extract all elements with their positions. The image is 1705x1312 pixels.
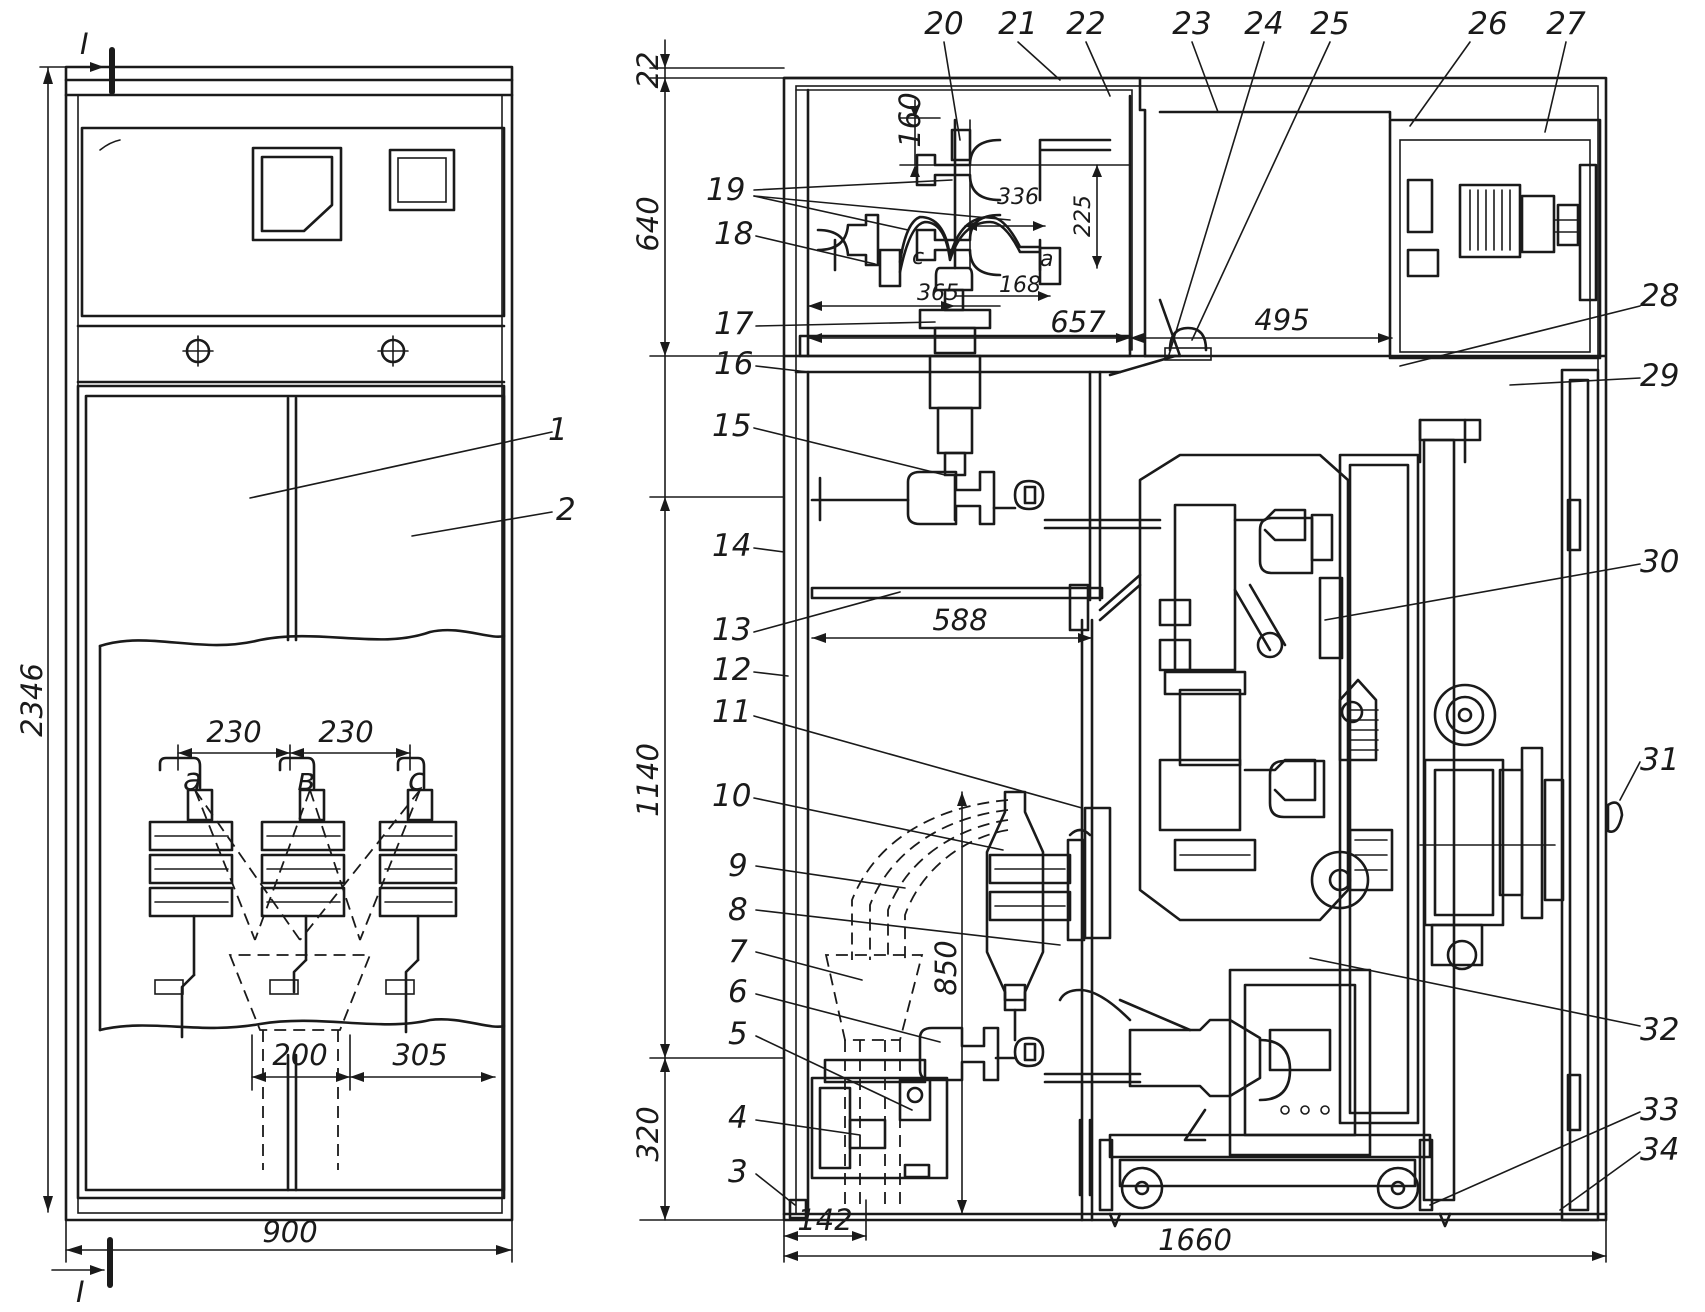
callout-11: 11 xyxy=(712,694,751,730)
dim-850: 850 xyxy=(929,940,963,995)
callout-18: 18 xyxy=(714,216,753,252)
width-dim: 900 xyxy=(262,1215,317,1249)
dim-225: 225 xyxy=(1071,195,1096,237)
current-transformer-c xyxy=(378,756,458,1034)
callout-34: 34 xyxy=(1640,1132,1679,1168)
phase-spacing-1: 230 xyxy=(206,715,261,749)
dim-160: 160 xyxy=(893,92,927,147)
drive-assembly xyxy=(1418,418,1565,1202)
callout-20: 20 xyxy=(924,6,963,42)
callout-19: 19 xyxy=(706,172,745,208)
callout-32: 32 xyxy=(1640,1012,1679,1048)
callout-15: 15 xyxy=(712,408,751,444)
callout-28: 28 xyxy=(1640,278,1679,314)
section-cabinet-outline xyxy=(782,76,1608,1222)
height-dim: 2346 xyxy=(15,663,49,737)
phase-label-a-section: a xyxy=(1040,247,1053,272)
meter-1 xyxy=(251,146,343,242)
callout-31: 31 xyxy=(1640,742,1679,778)
callout-10: 10 xyxy=(712,778,751,814)
dim-336: 336 xyxy=(997,185,1039,210)
dim-168: 168 xyxy=(999,273,1041,298)
callout-3: 3 xyxy=(728,1154,748,1190)
callout-27: 27 xyxy=(1546,6,1586,42)
callout-22: 22 xyxy=(1066,6,1105,42)
current-transformer-b xyxy=(260,756,346,995)
callout-5: 5 xyxy=(728,1016,748,1052)
dim-142: 142 xyxy=(797,1203,852,1237)
dim-365: 365 xyxy=(917,281,959,306)
front-callout-2: 2 xyxy=(556,492,576,528)
dim-588: 588 xyxy=(932,603,987,637)
section-mark-top: I xyxy=(80,27,89,61)
front-callout-1: 1 xyxy=(548,412,568,448)
dim-22: 22 xyxy=(631,52,665,89)
front-cabinet-outline xyxy=(64,65,514,1222)
front-view: 2346 900 I I xyxy=(15,27,576,1309)
section-view: 22 640 1140 320 142 1660 160 336 225 365… xyxy=(631,6,1679,1263)
phase-spacing-2: 230 xyxy=(318,715,373,749)
dim-320: 320 xyxy=(631,1106,665,1161)
callout-21: 21 xyxy=(998,6,1037,42)
callout-29: 29 xyxy=(1640,358,1679,394)
callout-25: 25 xyxy=(1310,6,1349,42)
callout-16: 16 xyxy=(714,346,753,382)
callout-24: 24 xyxy=(1244,6,1283,42)
callout-23: 23 xyxy=(1172,6,1211,42)
callout-9: 9 xyxy=(728,848,748,884)
callout-26: 26 xyxy=(1468,6,1507,42)
phase-label-b: в xyxy=(297,762,315,798)
callout-33: 33 xyxy=(1640,1092,1679,1128)
callout-30: 30 xyxy=(1640,544,1679,580)
phase-label-a: a xyxy=(183,762,202,798)
bottom-dim-2: 305 xyxy=(392,1038,447,1072)
relay-compartment-door xyxy=(80,126,506,318)
dim-640: 640 xyxy=(631,196,665,251)
phase-label-c: c xyxy=(408,762,425,798)
dim-657: 657 xyxy=(1050,305,1106,339)
meter-2 xyxy=(388,148,456,212)
dim-1660: 1660 xyxy=(1158,1223,1232,1257)
withdrawable-breaker-truck xyxy=(1058,453,1434,1212)
section-current-transformer xyxy=(985,790,1086,1042)
current-transformer-a xyxy=(148,756,234,1039)
phase-label-c-section: c xyxy=(912,245,924,270)
section-mark-bottom: I xyxy=(76,1275,85,1309)
callout-14: 14 xyxy=(712,528,751,564)
callout-8: 8 xyxy=(728,892,748,928)
callout-7: 7 xyxy=(728,934,748,970)
callout-4: 4 xyxy=(728,1100,748,1136)
dim-1140: 1140 xyxy=(631,743,665,817)
callout-12: 12 xyxy=(712,652,751,688)
callout-6: 6 xyxy=(728,974,748,1010)
callout-13: 13 xyxy=(712,612,751,648)
dim-495: 495 xyxy=(1254,303,1309,337)
relay-box xyxy=(1388,118,1602,360)
callout-17: 17 xyxy=(714,306,754,342)
bottom-dim-1: 200 xyxy=(272,1038,327,1072)
